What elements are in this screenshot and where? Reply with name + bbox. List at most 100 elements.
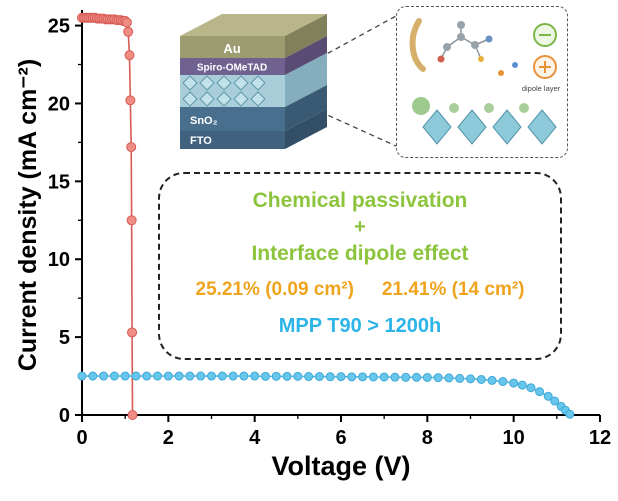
data-point bbox=[358, 372, 368, 382]
data-point bbox=[487, 375, 497, 385]
tick-label: 5 bbox=[59, 327, 70, 349]
hydrogen-atom bbox=[478, 56, 484, 62]
data-point bbox=[390, 372, 400, 382]
data-point bbox=[124, 50, 135, 61]
a-site-cation bbox=[519, 103, 529, 113]
data-point bbox=[509, 378, 519, 388]
data-point bbox=[250, 371, 260, 381]
octahedron bbox=[216, 75, 232, 91]
octahedron bbox=[457, 109, 487, 145]
data-point bbox=[88, 371, 98, 381]
fto-layer bbox=[180, 131, 285, 149]
perovskite-side-face bbox=[285, 53, 327, 107]
data-point bbox=[535, 387, 545, 397]
data-point bbox=[153, 371, 163, 381]
perovskite-layer bbox=[180, 75, 285, 107]
au-side-face bbox=[285, 14, 327, 58]
tick-label: 12 bbox=[589, 427, 611, 449]
data-point bbox=[498, 377, 508, 387]
data-point bbox=[125, 95, 136, 106]
efficiency-module: 21.41% (14 cm²) bbox=[381, 279, 525, 301]
data-point bbox=[127, 410, 138, 420]
nitrogen-atom bbox=[485, 35, 493, 43]
data-point bbox=[444, 373, 454, 383]
oxygen-atom bbox=[437, 55, 445, 63]
data-point bbox=[543, 391, 553, 401]
data-point bbox=[142, 371, 152, 381]
a-site-cation bbox=[449, 103, 459, 113]
data-point bbox=[207, 371, 216, 381]
data-point bbox=[77, 371, 87, 381]
carbon-atom bbox=[457, 33, 465, 41]
octahedron bbox=[182, 91, 198, 107]
tick-label: 10 bbox=[503, 427, 525, 449]
sno2-layer bbox=[180, 107, 285, 131]
perovskite-octahedra-pattern bbox=[182, 75, 266, 107]
tick-label: 20 bbox=[48, 93, 70, 115]
data-point bbox=[379, 372, 389, 382]
data-point bbox=[217, 371, 227, 381]
data-point bbox=[433, 373, 443, 383]
octahedron bbox=[250, 75, 266, 91]
data-point bbox=[517, 380, 527, 390]
x-axis-label: Voltage (V) bbox=[271, 451, 411, 481]
data-point bbox=[131, 371, 141, 381]
stability-text: MPP T90 > 1200h bbox=[278, 315, 442, 338]
data-point bbox=[260, 371, 270, 381]
y-axis-label: Current density (mA cm⁻²) bbox=[14, 58, 42, 372]
efficiency-small-area: 25.21% (0.09 cm²) bbox=[195, 279, 354, 301]
data-point bbox=[174, 371, 184, 381]
octahedron bbox=[233, 75, 249, 91]
data-point bbox=[422, 372, 432, 382]
data-point bbox=[282, 371, 292, 381]
spiro-label: Spiro-OMeTAD bbox=[197, 63, 267, 74]
octahedron bbox=[233, 91, 249, 107]
octahedron bbox=[527, 109, 557, 145]
data-point bbox=[121, 17, 132, 28]
data-point bbox=[401, 372, 411, 382]
octahedron bbox=[199, 75, 215, 91]
sno2-label: SnO₂ bbox=[190, 115, 218, 127]
data-point bbox=[196, 371, 206, 381]
chemical-passivation-text: Chemical passivation bbox=[252, 189, 468, 212]
data-point bbox=[526, 383, 536, 393]
data-point bbox=[550, 396, 560, 406]
octahedron bbox=[182, 75, 198, 91]
octahedron bbox=[199, 91, 215, 107]
fto-label: FTO bbox=[190, 135, 212, 147]
data-point bbox=[163, 371, 173, 381]
data-point bbox=[239, 371, 249, 381]
carbon-atom bbox=[471, 41, 479, 49]
data-point bbox=[293, 371, 303, 381]
sno2-side-face bbox=[285, 85, 327, 131]
data-point bbox=[314, 372, 324, 382]
series-line bbox=[82, 16, 134, 416]
data-point bbox=[126, 215, 137, 226]
fto-side-face bbox=[285, 109, 327, 149]
au-top-face bbox=[180, 14, 327, 36]
tick-label: 4 bbox=[249, 427, 261, 449]
carbon-atom bbox=[457, 21, 465, 29]
data-point bbox=[565, 409, 575, 419]
a-site-cation bbox=[484, 103, 494, 113]
data-point bbox=[325, 372, 335, 382]
octahedron bbox=[250, 91, 266, 107]
au-layer bbox=[180, 36, 285, 58]
data-point bbox=[99, 371, 109, 381]
tick-label: 0 bbox=[76, 427, 87, 449]
data-point bbox=[336, 372, 346, 382]
series-line bbox=[82, 375, 571, 415]
data-point bbox=[120, 371, 130, 381]
data-point bbox=[368, 372, 378, 382]
data-point bbox=[271, 371, 281, 381]
data-point bbox=[476, 374, 486, 384]
octahedron bbox=[492, 109, 522, 145]
data-point bbox=[466, 374, 475, 384]
large-cation-sphere bbox=[412, 97, 430, 115]
data-point bbox=[455, 373, 465, 383]
tick-label: 6 bbox=[335, 427, 346, 449]
carbon-atom bbox=[443, 43, 451, 51]
data-point bbox=[126, 142, 137, 153]
